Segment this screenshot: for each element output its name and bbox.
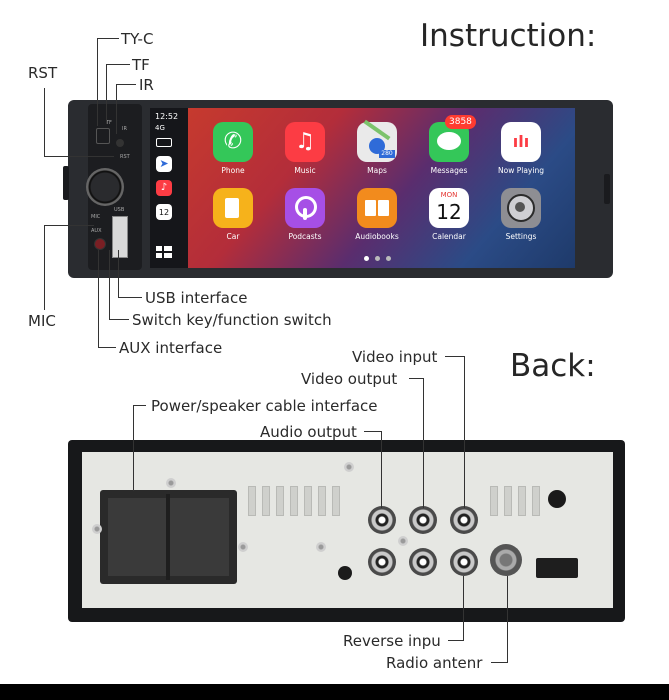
screw [238,542,248,552]
messages-badge: 3858 [445,115,476,129]
mic-jack[interactable] [338,566,352,580]
mic-mark: MIC [91,214,101,220]
screw [344,462,354,472]
left-mount-tab [63,166,69,200]
calendar-icon[interactable]: MON 12 [429,188,469,228]
app-label-podcasts: Podcasts [288,232,322,241]
calendar-mini-icon[interactable]: 12 [156,204,172,220]
page-dot[interactable] [375,256,380,261]
rst-mark: RST [120,154,130,160]
app-label-audiobooks: Audiobooks [355,232,399,241]
back-heading: Back: [510,348,596,384]
app-label-settings: Settings [505,232,537,241]
fuse-holder [536,558,578,578]
right-mount-tab [604,174,610,204]
maps-icon[interactable]: 280 [357,119,397,162]
screw [166,478,176,488]
screw [398,536,408,546]
video-output-jack[interactable] [409,506,437,534]
control-panel: TF IR RST MIC AUX USB [86,104,142,270]
calendar-day: 12 [436,200,462,224]
music-mini-icon[interactable]: ♪ [156,180,172,196]
audio-output-jack[interactable] [368,506,396,534]
rca-jack[interactable] [409,548,437,576]
app-label-calendar: Calendar [432,232,466,241]
label-radio-antenna: Radio antenr [386,654,483,672]
label-audio-output: Audio output [260,423,357,441]
aux-mark: AUX [91,228,102,234]
maps-mini-icon[interactable]: ➤ [156,156,172,172]
music-icon[interactable]: ♫ [285,122,325,162]
bottom-bar [0,684,669,700]
network-status: 4G [155,124,165,132]
now-playing-icon[interactable]: ılı [501,122,541,162]
ir-sensor [116,139,124,147]
label-rst: RST [28,64,58,82]
video-input-jack[interactable] [450,506,478,534]
aux-jack[interactable] [94,238,106,250]
phone-icon[interactable]: ✆ [213,122,253,162]
tf-mark: TF [106,120,112,126]
rca-jack[interactable] [368,548,396,576]
screw [316,542,326,552]
label-ir: IR [139,76,154,94]
screw [92,524,102,534]
dashboard-grid-icon[interactable] [156,246,172,258]
audiobooks-icon[interactable] [357,188,397,228]
instruction-heading: Instruction: [420,18,597,54]
page-dot-active[interactable] [364,256,369,261]
power-speaker-connector[interactable] [100,490,237,584]
page-dot[interactable] [386,256,391,261]
volume-knob[interactable] [86,168,124,206]
label-aux: AUX interface [119,339,223,357]
app-label-maps: Maps [367,166,387,175]
app-label-car: Car [226,232,240,241]
app-label-messages: Messages [430,166,468,175]
maps-route-sign: 280 [379,150,395,158]
usb-port[interactable] [112,216,128,258]
reverse-input-jack[interactable] [450,548,478,576]
usb-mark: USB [114,207,125,213]
podcasts-icon[interactable] [285,188,325,228]
label-video-output: Video output [301,370,398,388]
ir-mark: IR [122,126,127,132]
app-label-now-playing: Now Playing [498,166,544,175]
car-icon[interactable] [213,188,253,228]
label-power-speaker: Power/speaker cable interface [151,397,378,415]
label-usb: USB interface [145,289,248,307]
status-sidebar: 12:52 4G ➤ ♪ 12 [150,108,188,268]
label-tf: TF [132,56,150,74]
label-switch: Switch key/function switch [132,311,332,329]
label-mic: MIC [28,312,56,330]
calendar-month: MON [440,191,458,199]
type-c-port[interactable] [96,128,110,144]
settings-icon[interactable] [501,188,541,228]
label-ty-c: TY-C [121,30,154,48]
app-label-music: Music [294,166,316,175]
clock: 12:52 [155,112,179,121]
app-label-phone: Phone [221,166,245,175]
label-reverse-input: Reverse inpu [343,632,441,650]
messages-icon[interactable] [429,122,469,162]
battery-icon [156,138,172,147]
label-video-input: Video input [352,348,438,366]
radio-antenna-socket[interactable] [490,544,522,576]
mount-hole [548,490,566,508]
